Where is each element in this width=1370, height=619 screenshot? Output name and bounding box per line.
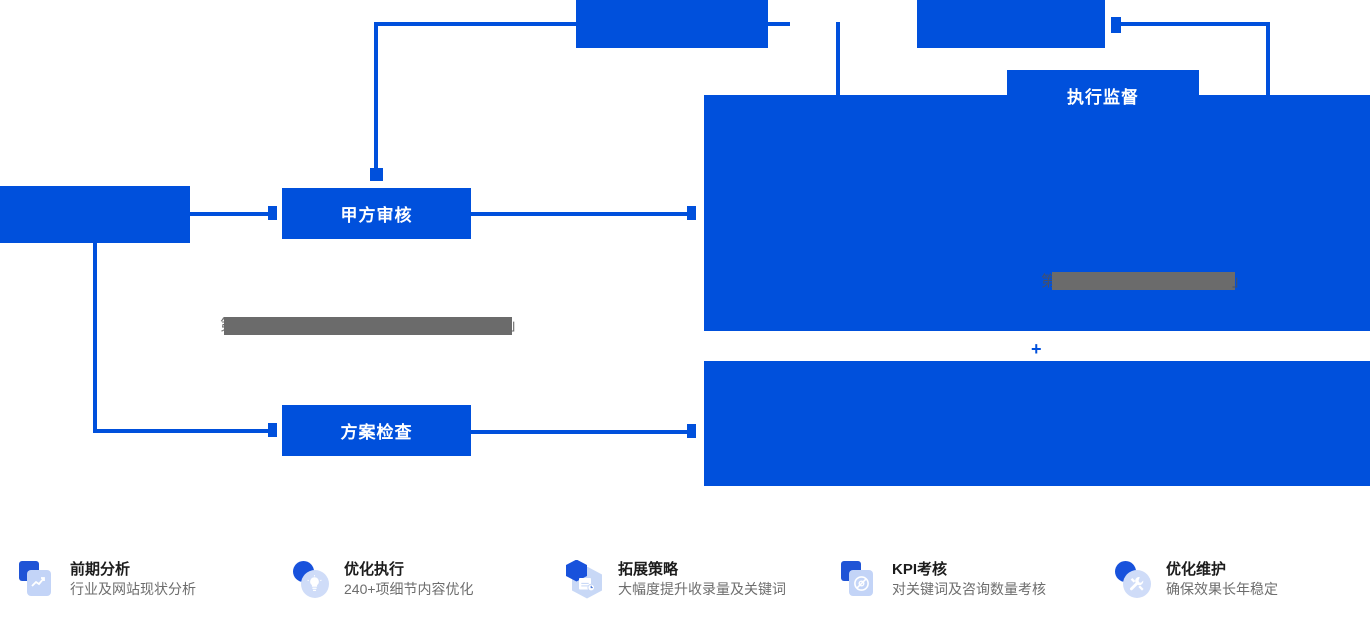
connector-plan-check-to-lower-panel <box>470 430 695 434</box>
obscured-note-center-trailing: 」 <box>509 317 525 334</box>
lightbulb-icon <box>292 558 334 602</box>
box-top-left-partial[interactable] <box>576 0 768 48</box>
feature-subtitle: 大幅度提升收录量及关键词 <box>618 581 786 598</box>
connector-endcap-lower-panel-left <box>687 424 696 438</box>
box-left-partial[interactable] <box>0 186 190 243</box>
feature-title: 优化执行 <box>344 560 405 578</box>
connector-endcap-panel-left <box>687 206 696 220</box>
feature-item-optimization-execution[interactable]: 优化执行 240+项细节内容优化 <box>274 558 548 602</box>
connector-top-right-horizontal <box>1115 22 1270 26</box>
feature-title: KPI考核 <box>892 560 948 578</box>
feature-subtitle: 240+项细节内容优化 <box>344 581 474 598</box>
feature-item-preliminary-analysis[interactable]: 前期分析 行业及网站现状分析 <box>0 558 274 602</box>
connector-top-left-vertical <box>374 22 378 174</box>
box-party-a-review-label: 甲方审核 <box>340 206 413 225</box>
box-right-main-panel[interactable] <box>704 95 1370 331</box>
box-right-lower-panel[interactable] <box>704 361 1370 486</box>
connector-top-right-vertical <box>1266 22 1270 98</box>
calendar-clock-icon <box>566 558 608 602</box>
box-party-a-review[interactable]: 甲方审核 <box>282 188 471 239</box>
box-execution-supervision-label: 执行监督 <box>1067 87 1139 107</box>
feature-subtitle: 确保效果长年稳定 <box>1166 581 1278 598</box>
connector-left-branch-vertical <box>93 240 97 432</box>
obscured-note-right <box>1052 272 1235 290</box>
feature-title: 拓展策略 <box>618 560 679 578</box>
connector-left-to-party-a <box>189 212 275 216</box>
feature-subtitle: 行业及网站现状分析 <box>70 581 196 598</box>
connector-endcap-party-a-top <box>370 168 383 181</box>
feature-item-expansion-strategy[interactable]: 拓展策略 大幅度提升收录量及关键词 <box>548 558 822 602</box>
feature-subtitle: 对关键词及咨询数量考核 <box>892 581 1046 598</box>
connector-endcap-top-right <box>1111 17 1121 33</box>
obscured-note-right-trailing: 」 <box>1232 273 1248 290</box>
feature-title: 优化维护 <box>1166 560 1227 578</box>
box-execution-supervision[interactable]: 执行监督 <box>1007 70 1199 120</box>
target-dial-icon <box>840 558 882 602</box>
feature-item-kpi-assessment[interactable]: KPI考核 对关键词及咨询数量考核 <box>822 558 1096 602</box>
connector-endcap-plan-check-left <box>268 423 277 437</box>
connector-left-branch-horizontal <box>93 429 275 433</box>
feature-title: 前期分析 <box>70 560 131 578</box>
box-plan-check[interactable]: 方案检查 <box>282 405 471 456</box>
feature-item-optimization-maintenance[interactable]: 优化维护 确保效果长年稳定 <box>1096 558 1370 602</box>
chart-document-icon <box>18 558 60 602</box>
add-node-plus-icon[interactable]: + <box>1031 339 1042 359</box>
connector-top-middle-vertical <box>836 22 840 98</box>
box-plan-check-label: 方案检查 <box>340 423 413 442</box>
box-top-right-partial[interactable] <box>917 0 1105 48</box>
connector-endcap-party-a-left <box>268 206 277 220</box>
obscured-note-center <box>224 317 512 335</box>
flow-diagram-canvas: 甲方审核 方案检查 执行监督 第 」 第 」 + <box>0 0 1370 486</box>
feature-strip: 前期分析 行业及网站现状分析 优化执行 240+项细节内容优化 <box>0 540 1370 619</box>
connector-party-a-to-panel <box>470 212 695 216</box>
wrench-screwdriver-icon <box>1114 558 1156 602</box>
